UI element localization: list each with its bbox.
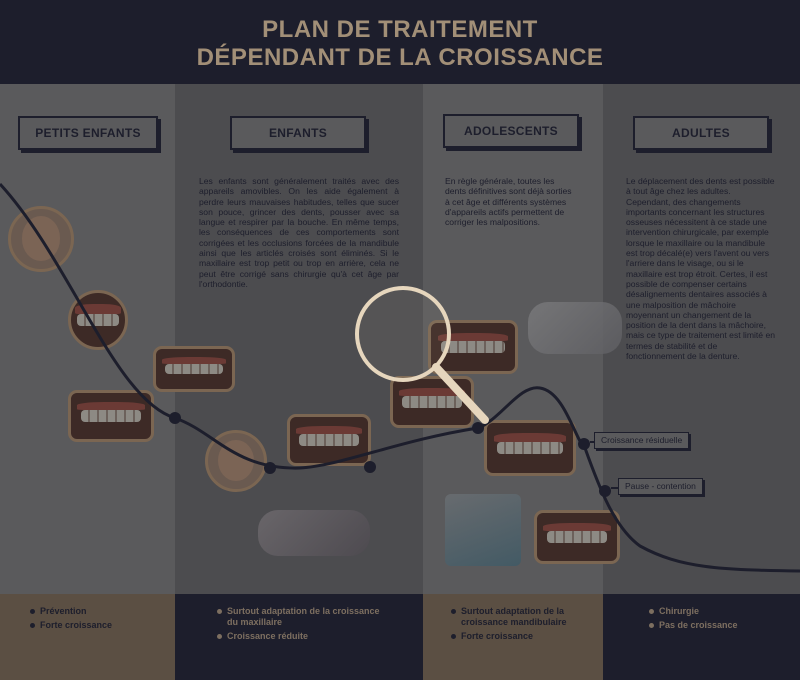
title-banner: PLAN DE TRAITEMENT DÉPENDANT DE LA CROIS… — [0, 0, 800, 84]
residual-growth-label: Croissance résiduelle — [594, 432, 690, 449]
clear-aligner-image — [528, 302, 622, 354]
curve-point-3 — [364, 461, 376, 473]
magnifier-icon — [355, 286, 489, 424]
bullet-item: Surtout adaptation de la croissance mand… — [451, 606, 591, 628]
lower-arch-photo — [484, 420, 576, 476]
bullet-item: Surtout adaptation de la croissance du m… — [217, 606, 387, 628]
curve-point-4 — [472, 422, 484, 434]
removable-appliance-image — [258, 510, 370, 556]
page-title-line1: PLAN DE TRAITEMENT — [262, 16, 538, 43]
bullet-item: Pas de croissance — [649, 620, 789, 631]
curve-point-5 — [578, 438, 590, 450]
thumb-sucking-child-photo — [8, 206, 74, 272]
braces-photo — [428, 320, 518, 374]
bullet-item: Chirurgie — [649, 606, 789, 617]
footer-adolescents: Surtout adaptation de la croissance mand… — [423, 594, 603, 680]
palate-photo — [390, 376, 474, 428]
pause-contention-label: Pause - contention — [618, 478, 703, 495]
page-title-line2: DÉPENDANT DE LA CROISSANCE — [196, 44, 604, 71]
bullet-item: Prévention — [30, 606, 160, 617]
bullet-item: Croissance réduite — [217, 631, 387, 642]
retainer-appliance-image — [445, 494, 521, 566]
label-adolescents: ADOLESCENTS — [443, 114, 579, 148]
description-adultes: Le déplacement des dents est possible à … — [626, 176, 776, 362]
adult-teeth-photo — [534, 510, 620, 564]
bullet-item: Forte croissance — [30, 620, 160, 631]
description-adolescents: En règle générale, toutes les dents défi… — [445, 176, 572, 228]
footer-petits-enfants: Prévention Forte croissance — [0, 594, 175, 680]
curve-point-2 — [264, 462, 276, 474]
label-petits-enfants: PETITS ENFANTS — [18, 116, 158, 150]
footer-enfants: Surtout adaptation de la croissance du m… — [175, 594, 423, 680]
child-teeth-photo-1 — [153, 346, 235, 392]
description-enfants: Les enfants sont généralement traités av… — [199, 176, 399, 289]
curve-point-6 — [599, 485, 611, 497]
label-enfants: ENFANTS — [230, 116, 366, 150]
child-teeth-photo-2 — [68, 390, 154, 442]
bullet-item: Forte croissance — [451, 631, 591, 642]
column-enfants — [175, 84, 423, 594]
curve-point-1 — [169, 412, 181, 424]
footer-adultes: Chirurgie Pas de croissance — [603, 594, 800, 680]
column-adultes — [603, 84, 800, 594]
label-adultes: ADULTES — [633, 116, 769, 150]
